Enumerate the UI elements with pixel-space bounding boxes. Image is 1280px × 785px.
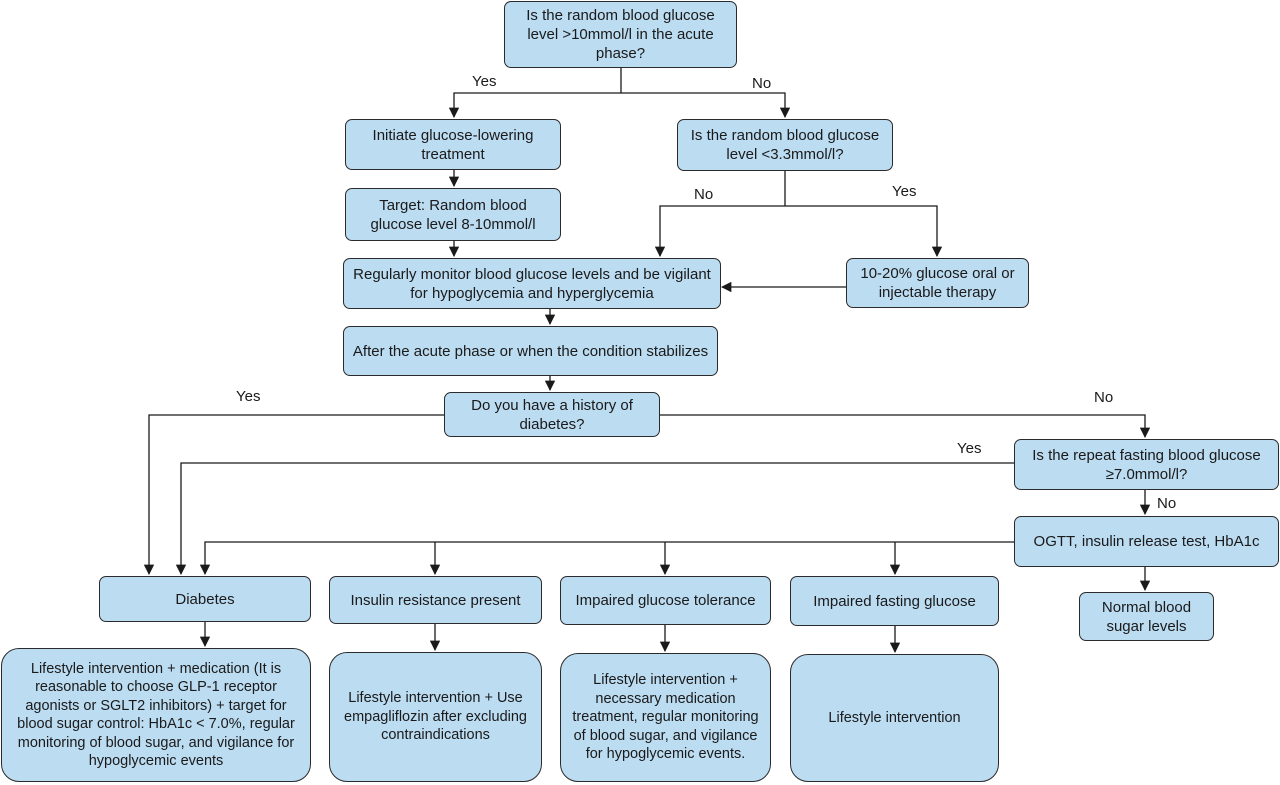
node-after-acute: After the acute phase or when the condit…: [343, 326, 718, 376]
label-fasting-no: No: [1157, 495, 1177, 512]
node-history-question: Do you have a history of diabetes?: [444, 392, 660, 437]
edge-acute-no: [621, 92, 791, 119]
edge-acute-yes: [448, 92, 621, 119]
node-normal-blood-sugar: Normal blood sugar levels: [1079, 592, 1214, 641]
node-acute-question: Is the random blood glucose level >10mmo…: [504, 1, 737, 68]
edge-low-yes: [785, 205, 943, 258]
node-ifg-treatment: Lifestyle intervention: [790, 654, 999, 782]
node-igt-treatment: Lifestyle intervention + necessary medic…: [560, 653, 771, 782]
node-initiate-treatment: Initiate glucose-lowering treatment: [345, 119, 561, 170]
node-insulin-resistance-treatment: Lifestyle intervention + Use empaglifloz…: [329, 652, 542, 782]
label-fasting-yes: Yes: [957, 440, 982, 457]
node-insulin-resistance: Insulin resistance present: [329, 576, 542, 624]
edge-fasting-yes: [175, 462, 1014, 576]
label-acute-yes: Yes: [472, 73, 497, 90]
node-ogtt: OGTT, insulin release test, HbA1c: [1014, 516, 1279, 567]
node-diabetes: Diabetes: [99, 576, 311, 622]
label-history-no: No: [1094, 389, 1114, 406]
node-fasting-question: Is the repeat fasting blood glucose ≥7.0…: [1014, 439, 1279, 490]
edge-low-no: [654, 205, 785, 258]
node-glucose-therapy: 10-20% glucose oral or injectable therap…: [846, 258, 1029, 308]
node-impaired-glucose-tolerance: Impaired glucose tolerance: [560, 576, 771, 625]
node-monitor-glucose: Regularly monitor blood glucose levels a…: [343, 258, 721, 309]
node-target-glucose: Target: Random blood glucose level 8-10m…: [345, 188, 561, 241]
label-acute-no: No: [752, 75, 772, 92]
edge-history-yes: [143, 414, 444, 576]
node-impaired-fasting-glucose: Impaired fasting glucose: [790, 576, 999, 626]
edge-ogtt-bus: [199, 541, 1014, 576]
label-low-no: No: [694, 186, 714, 203]
label-history-yes: Yes: [236, 388, 261, 405]
node-diabetes-treatment: Lifestyle intervention + medication (It …: [1, 648, 311, 782]
edge-history-no: [660, 414, 1151, 439]
label-low-yes: Yes: [892, 183, 917, 200]
node-low-glucose-question: Is the random blood glucose level <3.3mm…: [677, 119, 893, 171]
